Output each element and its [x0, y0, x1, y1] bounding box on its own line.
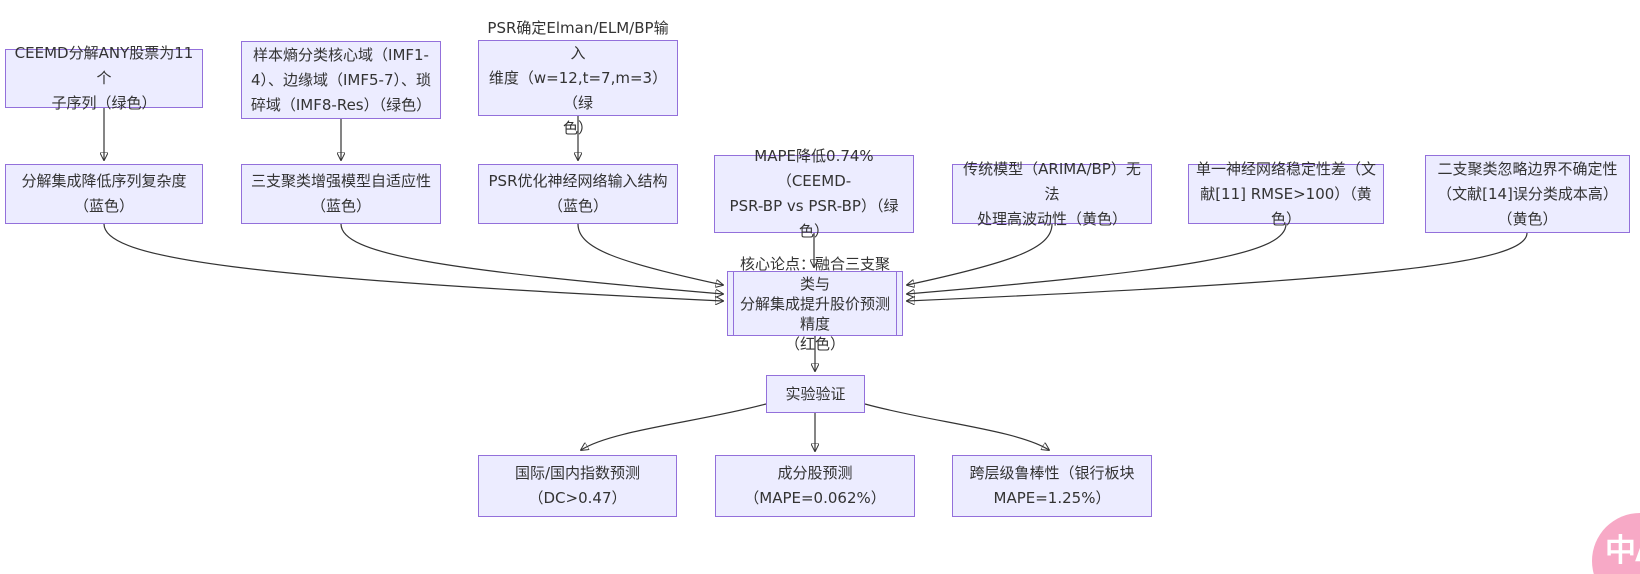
edge-mid6-core: [907, 223, 1287, 294]
edge-verify-res1: [581, 403, 767, 450]
translate-plugin-icon: 中A: [1605, 533, 1640, 569]
node-three-way-clustering-adaptivity: 三支聚类增强模型自适应性 （蓝色）: [241, 164, 441, 224]
node-ceemd-decompose: CEEMD分解ANY股票为11个 子序列（绿色）: [5, 44, 203, 112]
node-decomposition-reduces-complexity: 分解集成降低序列复杂度 （蓝色）: [5, 164, 203, 224]
node-single-nn-instability: 单一神经网络稳定性差（文 献[11] RMSE>100）（黄色）: [1188, 160, 1384, 228]
node-psr-optimizes-input-structure: PSR优化神经网络输入结构 （蓝色）: [478, 164, 678, 224]
node-mape-reduction: MAPE降低0.74%（CEEMD- PSR-BP vs PSR-BP）（绿 色…: [714, 147, 914, 240]
node-core-thesis: 核心论点：融合三支聚类与 分解集成提升股价预测精度 （红色）: [727, 255, 903, 353]
edge-verify-res3: [864, 403, 1049, 450]
edge-mid3-core: [577, 223, 723, 285]
node-psr-input-dimensions: PSR确定Elman/ELM/BP输入 维度（w=12,t=7,m=3）（绿 色…: [478, 19, 678, 137]
node-index-prediction-result: 国际/国内指数预测 （DC>0.47）: [478, 455, 677, 517]
node-cross-level-robustness-result: 跨层级鲁棒性（银行板块 MAPE=1.25%）: [952, 455, 1152, 517]
node-experimental-validation: 实验验证: [766, 375, 865, 413]
translate-plugin-button[interactable]: 中A: [1592, 513, 1640, 574]
edge-mid2-core: [340, 223, 723, 294]
node-traditional-models-limitation: 传统模型（ARIMA/BP）无法 处理高波动性（黄色）: [952, 160, 1152, 228]
edge-mid1-core: [103, 223, 723, 301]
node-sample-entropy-domains: 样本熵分类核心域（IMF1- 4）、边缘域（IMF5-7）、琐 碎域（IMF8-…: [241, 41, 441, 119]
node-two-way-clustering-limitation: 二支聚类忽略边界不确定性 （文献[14]误分类成本高） （黄色）: [1425, 155, 1630, 233]
edge-mid5-core: [907, 223, 1053, 285]
edge-mid7-core: [907, 232, 1528, 301]
node-constituent-stock-result: 成分股预测 （MAPE=0.062%）: [715, 455, 915, 517]
